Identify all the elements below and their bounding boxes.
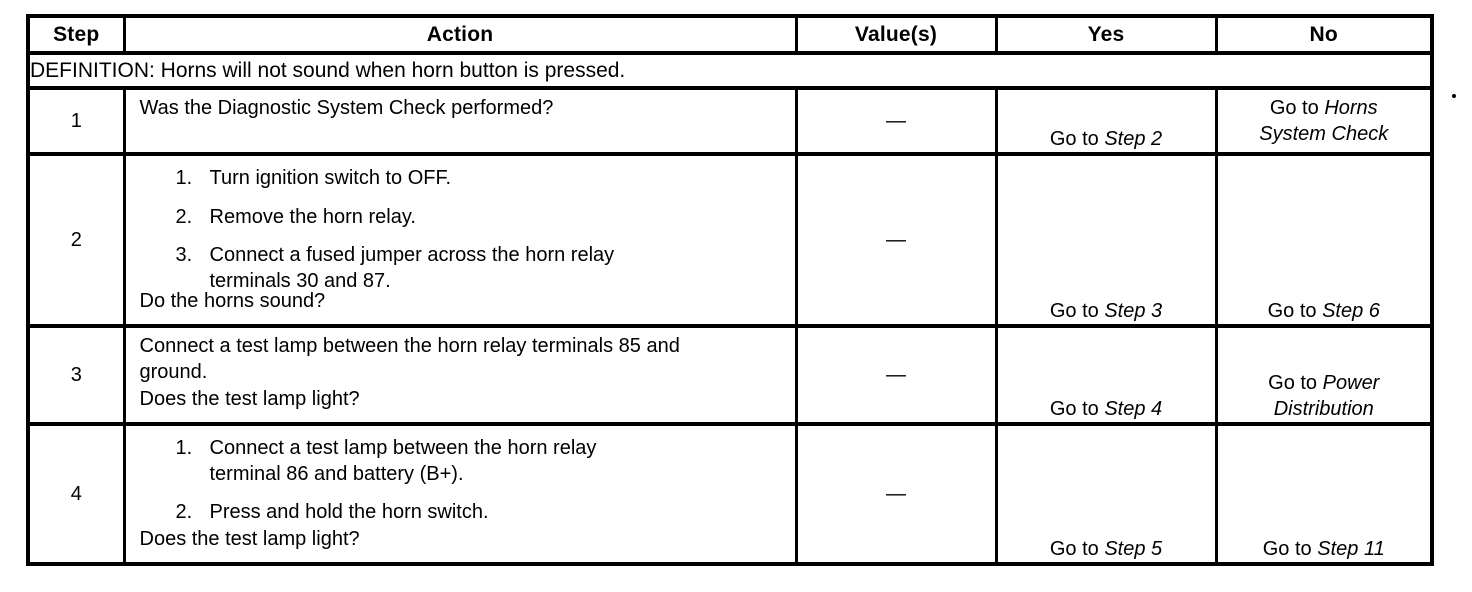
item-number: 2. xyxy=(175,205,193,228)
goto-text: Go to xyxy=(1269,97,1319,119)
action-item: 1. Turn ignition switch to OFF. xyxy=(176,166,787,192)
action-cell: Was the Diagnostic System Check performe… xyxy=(122,86,798,156)
item-text: Connect a test lamp between the horn rel… xyxy=(209,437,597,485)
header-cell-no: No xyxy=(1214,14,1434,55)
item-text: Turn ignition switch to OFF. xyxy=(209,167,452,189)
definition-row: DEFINITION: Horns will not sound when ho… xyxy=(26,51,1434,90)
goto-target: Power Distribution xyxy=(1273,372,1380,420)
value-cell: — xyxy=(794,86,998,156)
action-item: 2. Remove the horn relay. xyxy=(176,205,787,231)
action-cell: 1. Turn ignition switch to OFF. 2. Remov… xyxy=(122,152,798,328)
item-number: 3. xyxy=(175,244,193,267)
value-cell: — xyxy=(794,324,998,426)
item-number: 2. xyxy=(175,501,193,524)
item-text: Press and hold the horn switch. xyxy=(209,501,489,524)
diagnostic-table: Step Action Value(s) Yes No DEFINITION: … xyxy=(26,14,1434,566)
value-cell: — xyxy=(794,422,998,566)
item-text: Remove the horn relay. xyxy=(209,205,416,228)
step-cell: 1 xyxy=(26,86,126,156)
item-number: 1. xyxy=(175,167,193,189)
scan-artifact-dot xyxy=(1452,94,1456,98)
item-number: 1. xyxy=(175,437,193,459)
action-question: Does the test lamp light? xyxy=(139,528,360,551)
goto-target: Step 6 xyxy=(1322,300,1380,322)
table-row: 3 Connect a test lamp between the horn r… xyxy=(26,324,1434,426)
header-row: Step Action Value(s) Yes No xyxy=(26,14,1434,55)
action-question: Does the test lamp light? xyxy=(139,388,360,411)
table-row: 2 1. Turn ignition switch to OFF. 2. Rem… xyxy=(26,152,1434,328)
step-cell: 4 xyxy=(26,422,126,566)
action-question: Do the horns sound? xyxy=(139,290,326,313)
action-list: 1. Connect a test lamp between the horn … xyxy=(127,428,793,526)
goto-target: Step 2 xyxy=(1104,128,1163,150)
goto-text: Go to xyxy=(1049,538,1099,560)
table-row: 4 1. Connect a test lamp between the hor… xyxy=(26,422,1434,566)
action-item: 1. Connect a test lamp between the horn … xyxy=(176,436,787,487)
action-item: 2. Press and hold the horn switch. xyxy=(176,500,787,526)
goto-target: Step 3 xyxy=(1104,300,1163,322)
step-cell: 2 xyxy=(26,152,126,328)
goto-text: Go to xyxy=(1049,128,1099,150)
header-cell-action: Action xyxy=(122,14,798,55)
goto-target: Step 11 xyxy=(1317,538,1385,560)
goto-text: Go to xyxy=(1049,398,1099,420)
goto-text: Go to xyxy=(1262,538,1312,560)
action-cell: 1. Connect a test lamp between the horn … xyxy=(122,422,798,566)
definition-text: DEFINITION: Horns will not sound when ho… xyxy=(26,51,1434,90)
value-cell: — xyxy=(794,152,998,328)
action-cell: Connect a test lamp between the horn rel… xyxy=(122,324,798,426)
goto-target: Step 5 xyxy=(1104,538,1163,560)
header-cell-yes: Yes xyxy=(994,14,1218,55)
goto-text: Go to xyxy=(1049,300,1099,322)
action-list: 1. Turn ignition switch to OFF. 2. Remov… xyxy=(127,158,793,294)
goto-target: Horns System Check xyxy=(1259,97,1389,145)
goto-text: Go to xyxy=(1267,300,1317,322)
header-cell-step: Step xyxy=(26,14,126,55)
action-intro: Was the Diagnostic System Check performe… xyxy=(139,97,554,119)
item-text: Connect a fused jumper across the horn r… xyxy=(209,244,615,292)
header-cell-values: Value(s) xyxy=(794,14,998,55)
goto-text: Go to xyxy=(1268,372,1318,394)
goto-target: Step 4 xyxy=(1104,398,1163,420)
step-cell: 3 xyxy=(26,324,126,426)
table-row: 1 Was the Diagnostic System Check perfor… xyxy=(26,86,1434,156)
action-item: 3. Connect a fused jumper across the hor… xyxy=(176,243,787,294)
action-intro: Connect a test lamp between the horn rel… xyxy=(139,335,680,383)
